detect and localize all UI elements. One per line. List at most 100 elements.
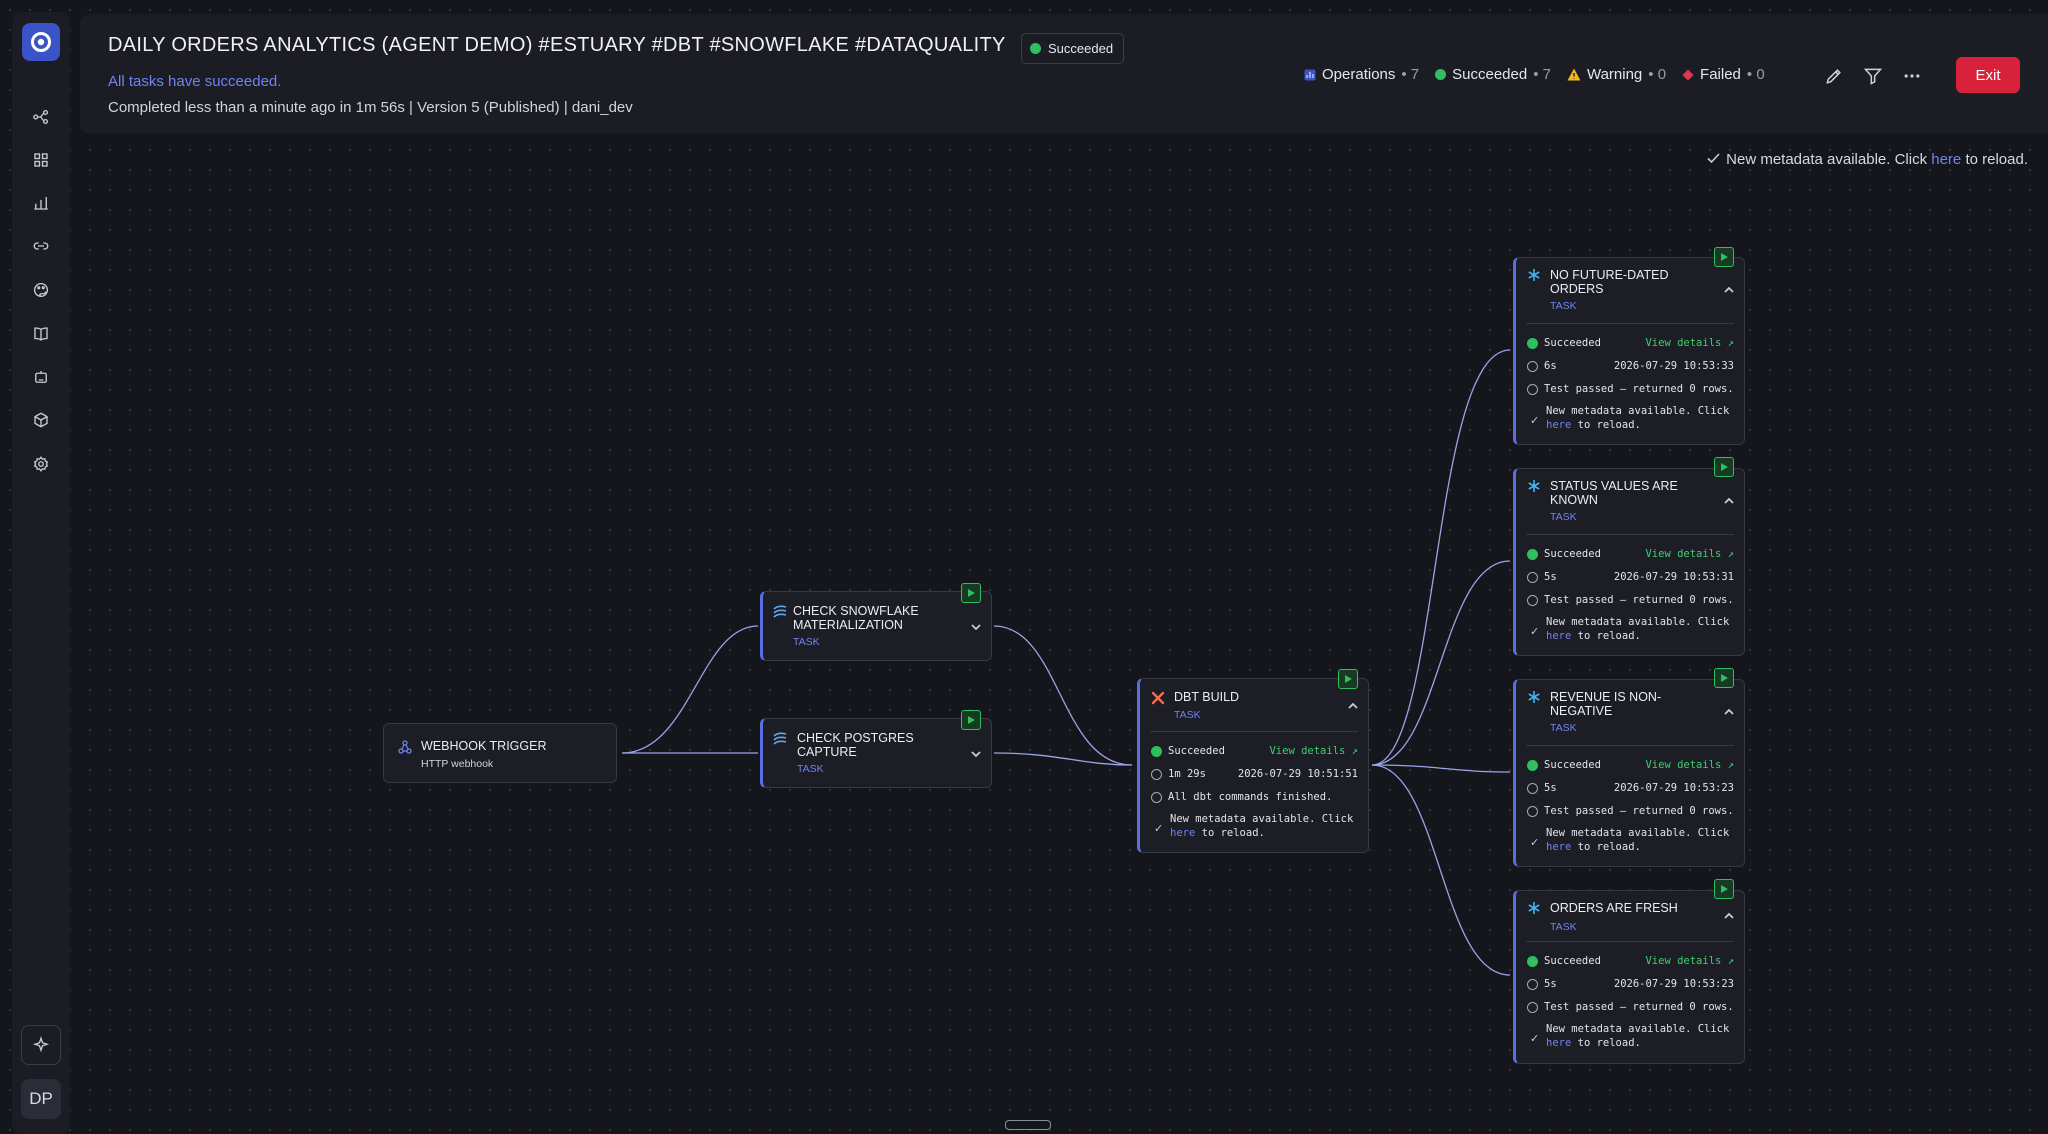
ai-assistant-button[interactable] [21,1025,61,1065]
node-orders-are-fresh[interactable]: ORDERS ARE FRESH TASK Succeeded View det… [1513,890,1745,1064]
success-icon [1527,759,1538,771]
divider [1526,534,1734,535]
run-node-button[interactable] [961,710,981,730]
run-node-button[interactable] [1338,669,1358,689]
reload-link[interactable]: here [1546,1037,1572,1049]
info-icon [1527,1001,1538,1013]
run-node-button[interactable] [1714,879,1734,899]
stat-failed[interactable]: Failed • 0 [1682,66,1765,83]
all-succeeded-text: All tasks have succeeded. [108,73,282,90]
node-revenue-is-non-negative[interactable]: REVENUE IS NON-NEGATIVE TASK Succeeded V… [1513,679,1745,867]
divider [1150,731,1358,732]
reload-link[interactable]: here [1546,841,1572,853]
play-icon [1721,885,1728,893]
node-no-future-dated-orders[interactable]: NO FUTURE-DATED ORDERS TASK Succeeded Vi… [1513,257,1745,445]
chevron-up-icon[interactable] [1722,494,1736,508]
app-logo[interactable] [22,23,60,61]
view-details-link[interactable]: View details ↗ [1269,745,1358,757]
book-icon[interactable] [29,322,53,346]
metadata-notice-suffix: to reload. [1961,151,2028,168]
palette-icon[interactable] [29,278,53,302]
node-dbt-build[interactable]: DBT BUILD TASK Succeeded View details ↗ … [1137,678,1369,853]
reload-link[interactable]: here [1170,827,1196,839]
status-row: Succeeded [1527,955,1601,967]
node-check-postgres[interactable]: CHECK POSTGRES CAPTURE TASK [760,718,992,788]
view-details-link[interactable]: View details ↗ [1645,759,1734,771]
more-icon[interactable] [1900,64,1924,88]
message-row: Test passed – returned 0 rows. [1527,1001,1734,1013]
chevron-down-icon[interactable] [969,747,983,761]
chevron-down-icon[interactable] [969,620,983,634]
operations-icon [1304,69,1316,80]
reload-link[interactable]: here [1931,151,1962,168]
message-row: Test passed – returned 0 rows. [1527,383,1734,395]
run-node-button[interactable] [961,583,981,603]
chevron-up-icon[interactable] [1722,705,1736,719]
play-icon [968,716,975,724]
node-title: WEBHOOK TRIGGER [421,739,547,753]
reload-link[interactable]: here [1546,630,1572,642]
chevron-up-icon[interactable] [1346,699,1360,713]
stat-succeeded[interactable]: Succeeded • 7 [1435,66,1551,83]
edit-icon[interactable] [1822,64,1846,88]
stat-warning[interactable]: Warning • 0 [1567,66,1666,83]
stat-warning-label: Warning [1586,66,1643,83]
success-icon [1527,955,1538,967]
view-details-link[interactable]: View details ↗ [1645,337,1734,349]
duration-text: 6s [1544,360,1557,372]
metadata-notice-text: New metadata available. Click [1546,1023,1730,1035]
success-icon [1030,43,1041,54]
warning-icon [1567,68,1581,81]
view-details-link[interactable]: View details ↗ [1645,955,1734,967]
bar-chart-icon[interactable] [29,191,53,215]
grid-icon[interactable] [29,148,53,172]
info-icon [1151,791,1162,803]
node-title: CHECK SNOWFLAKE MATERIALIZATION [793,604,919,632]
metadata-notice-suffix: to reload. [1571,630,1641,642]
pipelines-icon[interactable] [29,105,53,129]
bottom-drawer-handle[interactable] [1005,1120,1051,1130]
metadata-notice-text: New metadata available. Click [1546,616,1730,628]
duration-text: 5s [1544,571,1557,583]
completion-info: Completed less than a minute ago in 1m 5… [108,99,633,116]
node-type: TASK [1550,300,1577,312]
view-details-link[interactable]: View details ↗ [1645,548,1734,560]
settings-icon[interactable] [29,452,53,476]
node-type: TASK [1174,709,1201,721]
run-node-button[interactable] [1714,457,1734,477]
page-title: DAILY ORDERS ANALYTICS (AGENT DEMO) #EST… [108,34,1006,56]
robot-icon[interactable] [29,365,53,389]
snowflake-icon [1528,902,1540,914]
node-type: TASK [793,636,820,648]
stat-operations-label: Operations [1322,66,1396,83]
reload-link[interactable]: here [1546,419,1572,431]
success-icon [1435,69,1447,80]
timestamp: 2026-07-29 10:53:23 [1613,978,1734,990]
check-icon: ✓ [1154,823,1164,835]
play-icon [1345,675,1352,683]
chevron-up-icon[interactable] [1722,909,1736,923]
node-check-snowflake[interactable]: CHECK SNOWFLAKE MATERIALIZATION TASK [760,591,992,661]
stat-succeeded-label: Succeeded [1452,66,1528,83]
metadata-notice-text: New metadata available. Click [1546,827,1730,839]
node-webhook-trigger[interactable]: WEBHOOK TRIGGER HTTP webhook [383,723,617,783]
status-row: Succeeded [1527,759,1601,771]
exit-button[interactable]: Exit [1956,57,2020,93]
sidebar: DP [12,12,70,1134]
chevron-up-icon[interactable] [1722,283,1736,297]
link-icon[interactable] [29,234,53,258]
node-status-values-are-known[interactable]: STATUS VALUES ARE KNOWN TASK Succeeded V… [1513,468,1745,656]
stat-operations[interactable]: Operations • 7 [1304,66,1419,83]
clock-icon [1527,571,1538,583]
stat-operations-count: • 7 [1401,66,1420,83]
cube-icon[interactable] [29,408,53,432]
run-node-button[interactable] [1714,668,1734,688]
run-node-button[interactable] [1714,247,1734,267]
filter-icon[interactable] [1861,64,1885,88]
run-header: DAILY ORDERS ANALYTICS (AGENT DEMO) #EST… [80,14,2048,134]
stat-succeeded-count: • 7 [1533,66,1551,83]
timestamp: 2026-07-29 10:53:33 [1613,360,1734,372]
avatar[interactable]: DP [21,1079,61,1119]
metadata-notice-text: New metadata available. Click [1726,151,1932,168]
